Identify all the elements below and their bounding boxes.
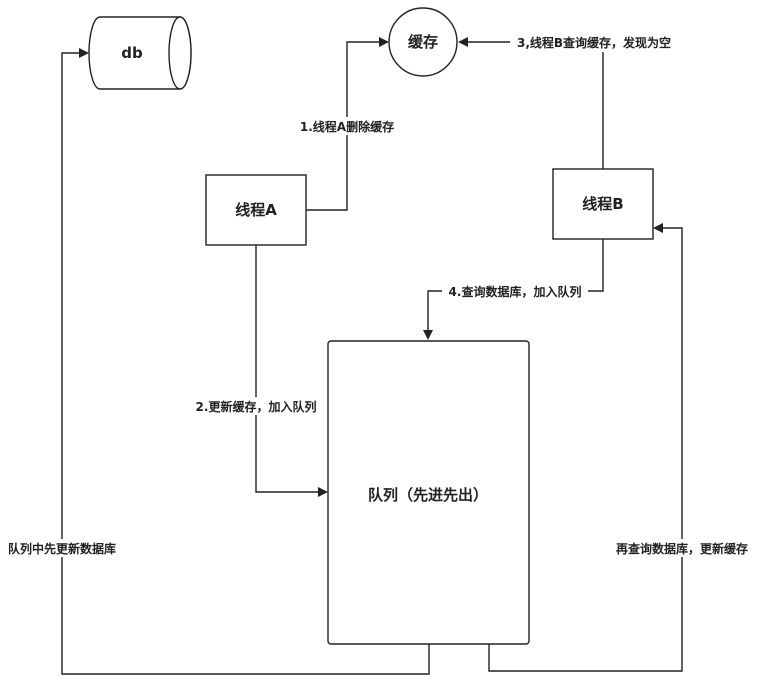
edge-b-query-cache: 3,线程B查询缓存，发现为空 — [458, 34, 678, 169]
arrowhead — [318, 487, 328, 497]
arrowhead — [423, 330, 433, 340]
cache-label: 缓存 — [408, 33, 438, 51]
edge-queue-query-update: 再查询数据库，更新缓存 — [488, 223, 767, 672]
cache-node: 缓存 — [388, 7, 458, 77]
thread-a-node: 线程A — [205, 174, 307, 246]
arrowhead — [458, 37, 468, 47]
edge-label-3: 3,线程B查询缓存，发现为空 — [517, 35, 671, 50]
queue-node: 队列（先进先出） — [327, 340, 530, 645]
arrowhead — [79, 48, 89, 58]
thread-b-label: 线程B — [582, 195, 623, 213]
edge-label-5: 队列中先更新数据库 — [8, 541, 116, 556]
edge-a-update-enqueue: 2.更新缓存，加入队列 — [189, 245, 328, 497]
db-node: db — [88, 16, 192, 90]
arrowhead — [379, 37, 389, 47]
edge-label-1: 1.线程A删除缓存 — [300, 119, 394, 134]
edge-queue-update-db: 队列中先更新数据库 — [2, 48, 430, 675]
thread-b-node: 线程B — [552, 168, 654, 240]
edge-label-4: 4.查询数据库，加入队列 — [449, 284, 582, 299]
thread-a-label: 线程A — [235, 201, 277, 219]
queue-label: 队列（先进先出） — [368, 486, 488, 504]
db-label: db — [121, 44, 143, 62]
edge-b-query-db-enqueue: 4.查询数据库，加入队列 — [423, 239, 604, 340]
edge-a-delete-cache: 1.线程A删除缓存 — [296, 37, 400, 211]
edge-label-6: 再查询数据库，更新缓存 — [616, 541, 748, 556]
edge-label-2: 2.更新缓存，加入队列 — [196, 399, 317, 414]
arrowhead — [653, 223, 663, 233]
